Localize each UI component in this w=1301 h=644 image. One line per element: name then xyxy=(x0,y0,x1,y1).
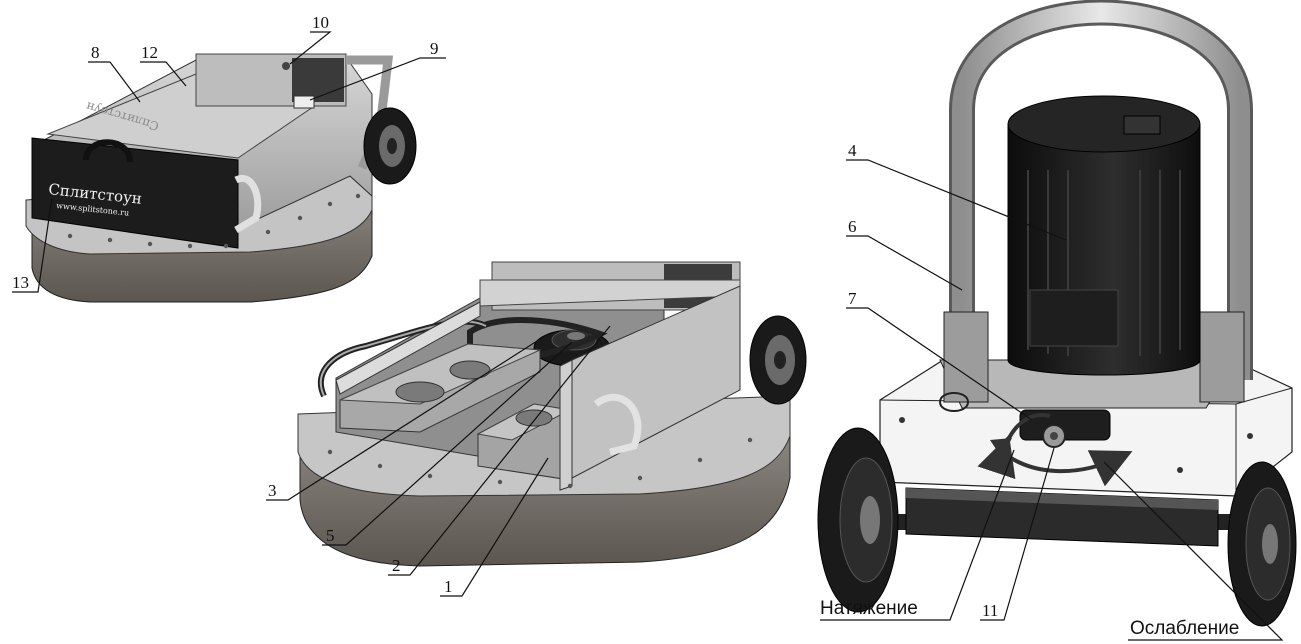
side-grip-open xyxy=(593,393,642,456)
handle-bracket-left xyxy=(943,311,989,403)
bolt-10 xyxy=(282,62,290,70)
machine-open-view xyxy=(297,261,807,567)
rim-bolts xyxy=(67,193,361,249)
callout-9: 9 xyxy=(430,39,439,58)
motor-tension-view xyxy=(817,0,1297,627)
left-wheel xyxy=(817,427,899,613)
callout-4: 4 xyxy=(848,141,857,160)
right-side-wall xyxy=(571,285,741,479)
side-grip xyxy=(234,174,262,234)
right-wheel xyxy=(1227,461,1297,627)
callout-2: 2 xyxy=(392,556,401,575)
callout-11: 11 xyxy=(982,601,998,620)
clamp-left xyxy=(938,392,970,412)
callout-13: 13 xyxy=(12,273,29,292)
callout-6: 6 xyxy=(848,217,857,236)
machine-closed-view: Сплитстоун Сплитстоун www.splitstone.ru xyxy=(25,53,417,303)
label-tension: Натяжение xyxy=(820,598,918,619)
left-side-wall xyxy=(335,301,481,395)
callout-8: 8 xyxy=(91,43,100,62)
handle-bracket-right xyxy=(1199,311,1245,403)
terminal-box xyxy=(1029,289,1119,347)
carry-handle xyxy=(83,139,133,163)
front-panel xyxy=(31,137,239,249)
callout-1: 1 xyxy=(444,577,453,596)
divider-wall xyxy=(559,359,573,491)
carriage-bolts xyxy=(899,417,1253,473)
label-release: Ослабление xyxy=(1130,618,1239,639)
callout-10: 10 xyxy=(312,13,329,32)
drive-window xyxy=(292,58,344,102)
latch-9 xyxy=(293,95,315,109)
leader-lines xyxy=(12,31,1284,641)
callout-3: 3 xyxy=(268,481,277,500)
callout-12: 12 xyxy=(141,43,158,62)
open-rim-bolts xyxy=(327,437,753,489)
callout-5: 5 xyxy=(326,526,335,545)
motor-top-cap xyxy=(1007,95,1201,153)
callout-7: 7 xyxy=(848,289,857,308)
